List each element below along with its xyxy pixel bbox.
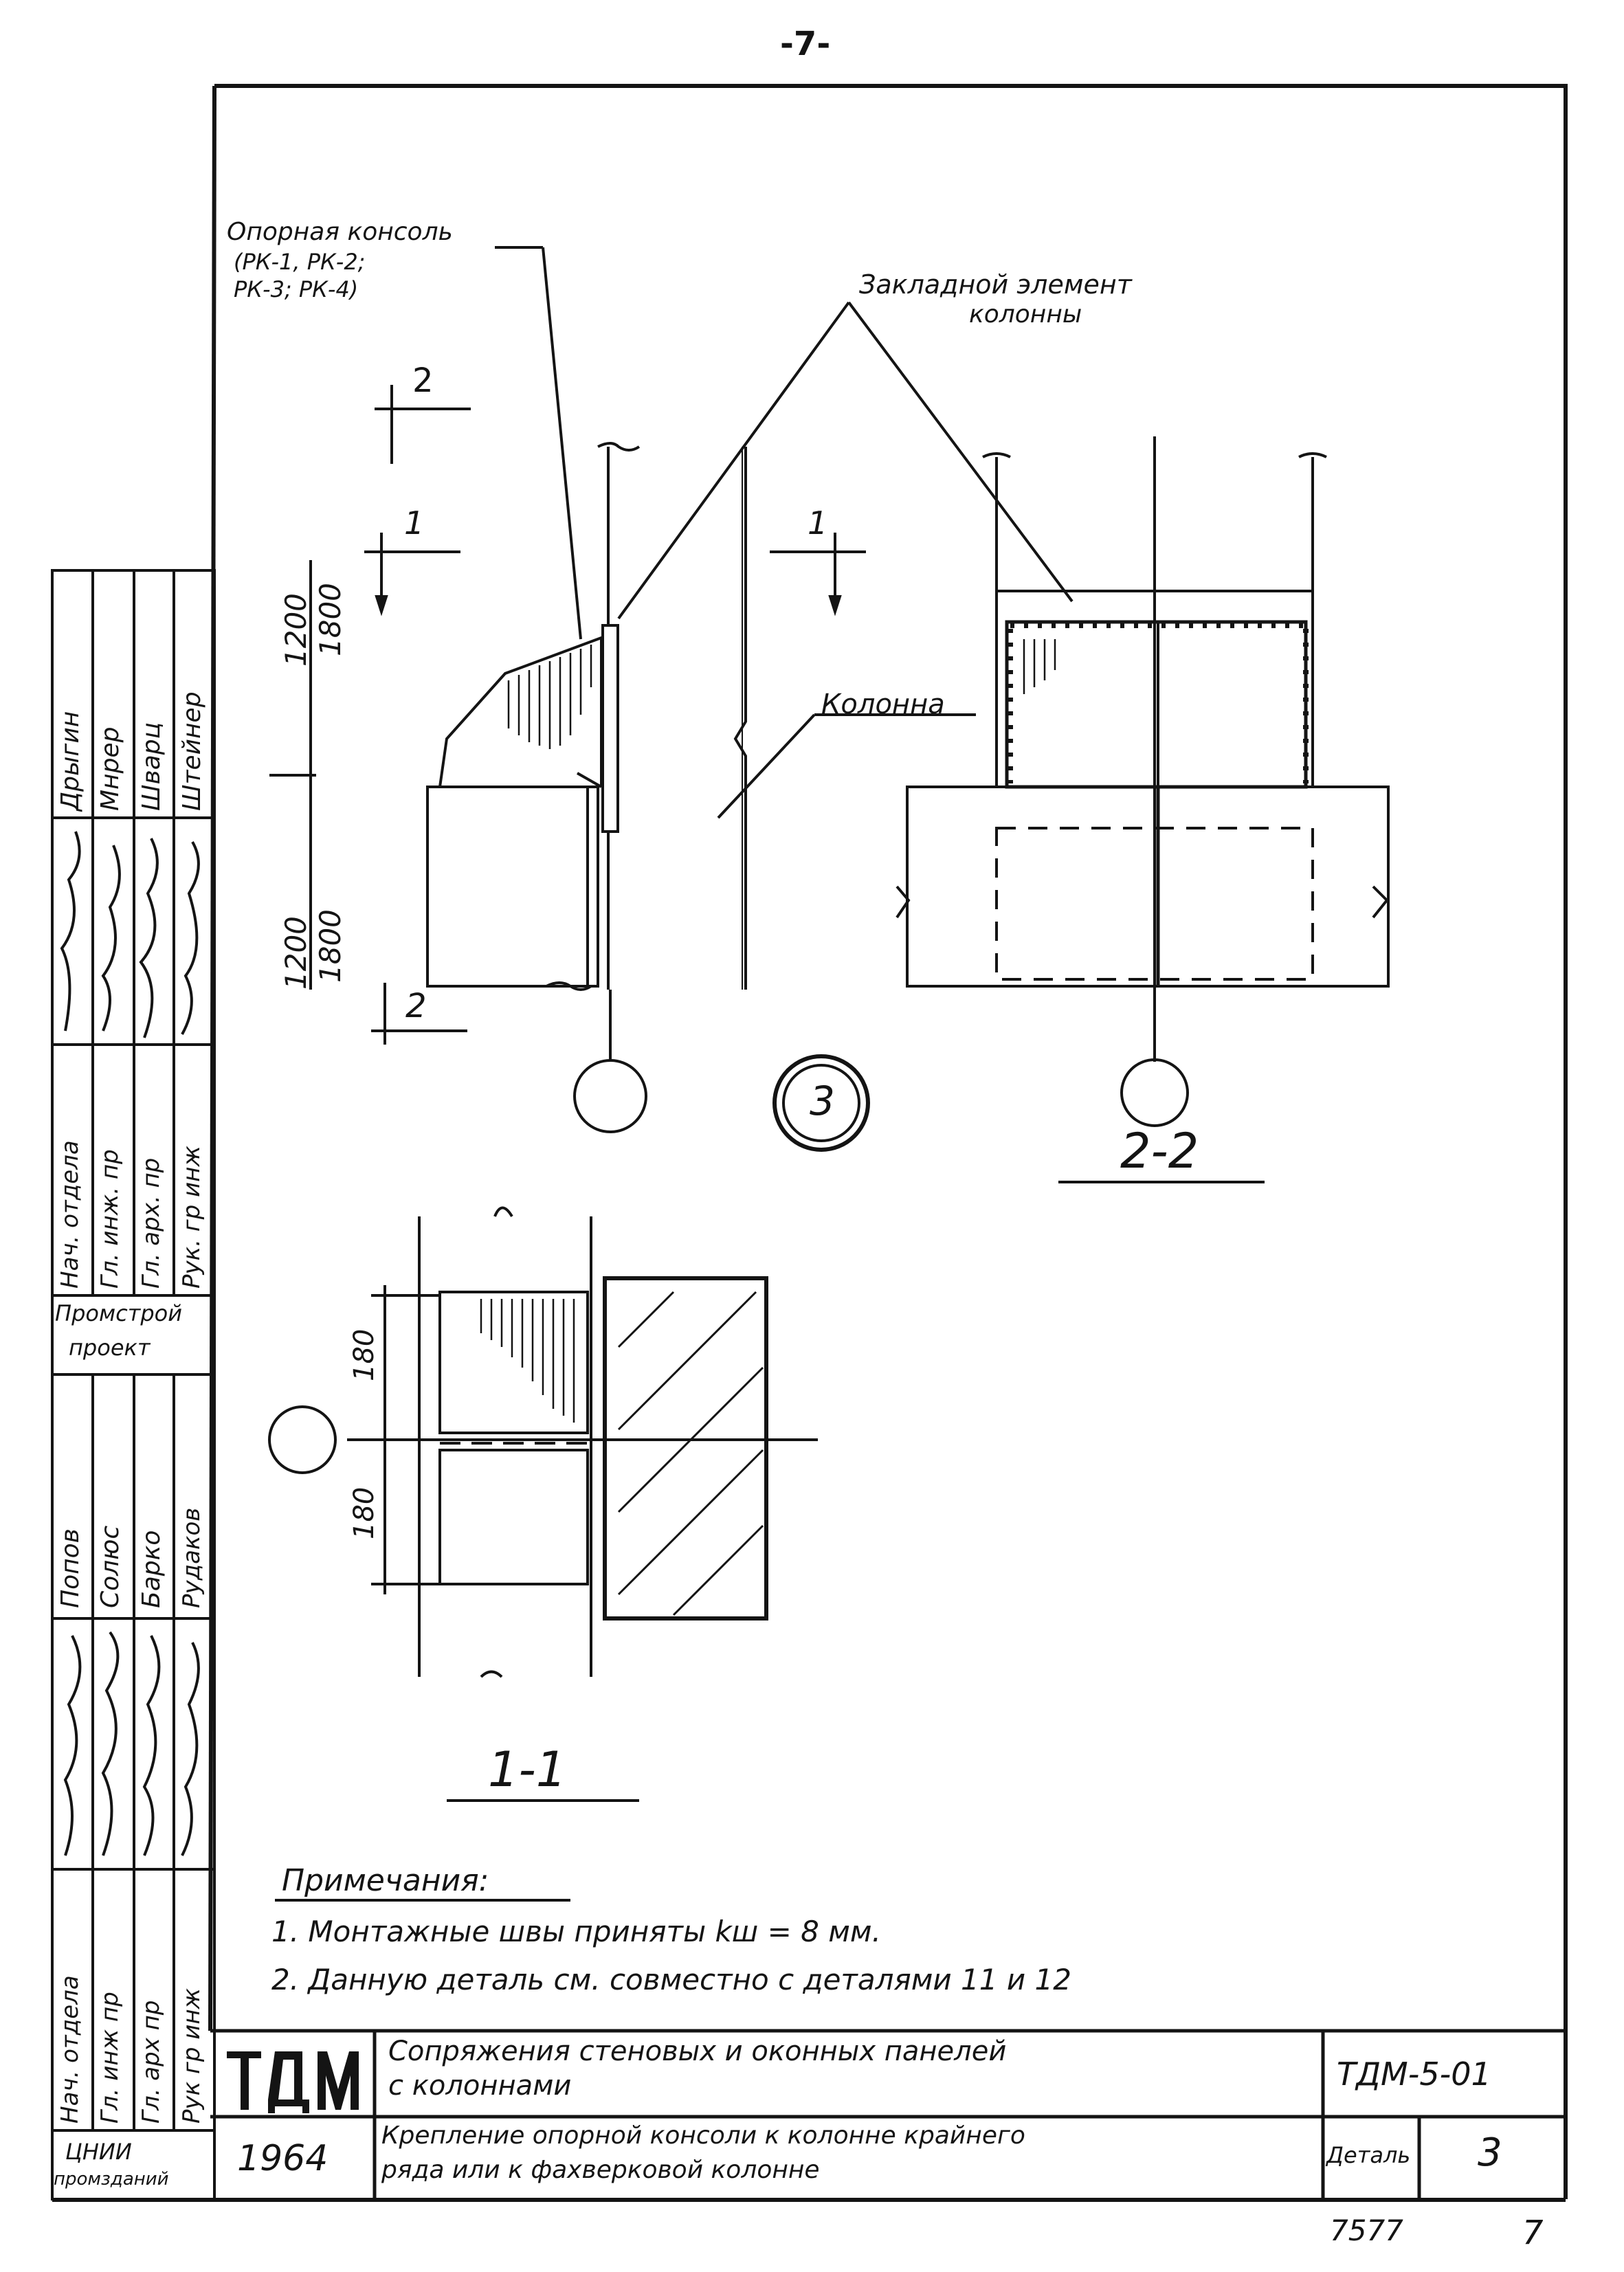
section-marker-1-left: 1 — [404, 504, 425, 542]
title-block-year: 1964 — [237, 2138, 329, 2179]
stamp-org-line-1: Промстрой — [55, 1300, 183, 1326]
stamp-top-role-3: Гл. арх. пр — [137, 1157, 165, 1289]
stamp-org-line-2: проект — [69, 1335, 151, 1361]
label-embedded-element: Закладной элемент — [859, 269, 1132, 300]
dim-bottom-1800: 1800 — [313, 909, 347, 983]
stamp-bottom-name-2: Солюс — [96, 1525, 124, 1608]
detail-number-circle-outer — [775, 1056, 868, 1150]
dim-180-top: 180 — [348, 1328, 380, 1381]
note-2: 2. Данную деталь см. совместно с деталям… — [271, 1963, 1071, 1996]
stamp-bottom-role-4: Рук гр инж — [178, 1987, 205, 2124]
section-marker-2-top: 2 — [412, 361, 434, 400]
section-marker-2-bottom: 2 — [405, 987, 427, 1025]
stamp-top-name-1: Дрыгин — [56, 711, 85, 811]
logo-tdm — [227, 2051, 359, 2113]
notes-heading: Примечания: — [282, 1863, 489, 1898]
callout-circle-section-1-1 — [269, 1407, 335, 1473]
sheet-border — [214, 86, 1566, 2199]
label-column: Колонна — [821, 689, 945, 720]
title-block-title-2: с колоннами — [388, 2070, 572, 2102]
title-block-detail-label: Деталь — [1326, 2142, 1411, 2168]
stamp-top-role-2: Гл. инж. пр — [96, 1149, 124, 1289]
callout-circle-right — [1122, 1060, 1188, 1126]
dim-top-1200: 1200 — [279, 593, 313, 667]
stamp-bottom-name-1: Попов — [56, 1528, 85, 1608]
stamp-bottom-role-1: Нач. отдела — [56, 1975, 84, 2124]
label-support-console: Опорная консоль — [227, 218, 453, 246]
section-marker-1-right: 1 — [808, 504, 828, 542]
note-1: 1. Монтажные швы приняты kш = 8 мм. — [271, 1915, 881, 1948]
dim-180-bottom: 180 — [348, 1486, 380, 1539]
title-block-subtitle-2: ряда или к фахверковой колонне — [381, 2156, 820, 2184]
footer-sheet: 7 — [1522, 2214, 1544, 2252]
sheet-border-left — [210, 86, 214, 2031]
stamp-footer-line-1: ЦНИИ — [65, 2139, 132, 2165]
left-stamp-grid — [52, 570, 214, 2199]
callout-circle-left — [575, 1060, 646, 1132]
detail-number: 3 — [810, 1078, 835, 1124]
dim-top-1800: 1800 — [313, 583, 347, 656]
label-embedded-element-2: колонны — [969, 300, 1082, 328]
title-block-series: ТДМ-5-01 — [1337, 2056, 1491, 2093]
label-support-console-marks-2: РК-3; РК-4) — [234, 276, 359, 302]
dim-bottom-1200: 1200 — [279, 916, 313, 990]
stamp-bottom-name-3: Барко — [137, 1530, 166, 1608]
stamp-bottom-name-4: Рудаков — [178, 1507, 205, 1608]
footer-code: 7577 — [1330, 2214, 1403, 2247]
title-block-detail-value: 3 — [1478, 2130, 1502, 2175]
title-block-title-1: Сопряжения стеновых и оконных панелей — [388, 2036, 1007, 2067]
stamp-top-name-3: Шварц — [137, 722, 166, 811]
section-2-2-title: 2-2 — [1120, 1123, 1199, 1179]
stamp-top-role-1: Нач. отдела — [56, 1140, 84, 1289]
section-1-1-title: 1-1 — [488, 1741, 567, 1798]
stamp-top-name-2: Мнрер — [96, 726, 124, 811]
stamp-top-role-4: Рук. гр инж — [178, 1146, 205, 1289]
stamp-top-name-4: Штейнер — [178, 691, 206, 811]
stamp-footer-line-2: промзданий — [54, 2169, 169, 2190]
detail-number-circle-inner — [783, 1065, 859, 1141]
stamp-bottom-role-2: Гл. инж пр — [96, 1992, 124, 2124]
label-support-console-marks-1: (РК-1, РК-2; — [234, 249, 366, 275]
title-block-grid — [210, 2031, 1566, 2199]
stamp-bottom-role-3: Гл. арх пр — [137, 2000, 165, 2124]
page-number: -7- — [780, 25, 831, 63]
title-block-subtitle-1: Крепление опорной консоли к колонне край… — [381, 2121, 1025, 2150]
